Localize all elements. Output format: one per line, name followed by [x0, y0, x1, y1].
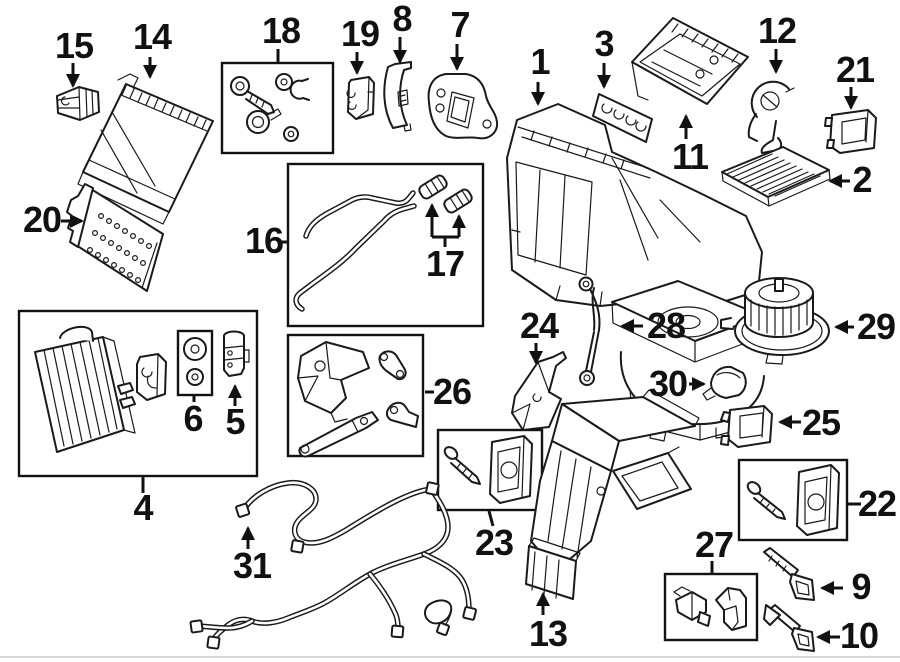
- part-1-main-housing: [506, 103, 763, 307]
- part-9-sensor-screw: [763, 547, 815, 601]
- part-4-evaporator: [34, 325, 136, 453]
- part-27-sensors: [673, 586, 747, 631]
- callout-label-12: 12: [757, 10, 797, 51]
- callout-label-26: 26: [432, 371, 472, 412]
- callout-label-15: 15: [54, 25, 94, 66]
- part-14-heater-core: [77, 73, 214, 225]
- callout-label-14: 14: [132, 16, 172, 57]
- part-2-cabin-air-filter: [721, 146, 831, 207]
- callout-label-7: 7: [450, 4, 470, 45]
- callout-label-17: 17: [425, 243, 465, 284]
- callout-label-1: 1: [530, 41, 550, 82]
- callout-label-8: 8: [392, 0, 412, 39]
- callout-label-5: 5: [225, 401, 245, 442]
- part-20-aux-heater: [66, 183, 164, 292]
- part-6-o-rings: [183, 337, 207, 386]
- part-29-blower-motor: [720, 277, 830, 365]
- callout-label-25: 25: [801, 402, 841, 443]
- part-3-seal-strip: [592, 93, 653, 143]
- callout-label-3: 3: [594, 23, 614, 64]
- part-18-hardware-kit: [230, 73, 310, 142]
- kit-box-16: [286, 162, 485, 328]
- callout-label-30: 30: [648, 363, 688, 404]
- leader-lines: [61, 37, 861, 644]
- part-19-clip-block: [346, 76, 375, 120]
- part-21-servo-actuator: [824, 109, 877, 154]
- callout-label-19: 19: [340, 13, 380, 54]
- callout-label-31: 31: [232, 545, 272, 586]
- part-17-pipe-caps: [418, 174, 473, 214]
- part-25-servo-actuator: [720, 405, 773, 448]
- part-10-sensor-screw: [763, 604, 815, 652]
- part-5-expansion-valve: [223, 330, 250, 377]
- part-4-grommet-clip: [136, 353, 167, 401]
- part-30-cover-clip: [702, 365, 747, 401]
- callout-label-27: 27: [694, 524, 734, 565]
- callout-label-21: 21: [835, 49, 875, 90]
- part-13-lower-housing: [525, 389, 700, 600]
- callout-label-6: 6: [183, 398, 203, 439]
- part-12-actuator-link: [747, 80, 795, 154]
- callout-label-13: 13: [528, 613, 568, 654]
- callout-label-16: 16: [244, 220, 284, 261]
- part-11-intake-cover: [631, 17, 749, 105]
- callout-label-24: 24: [519, 305, 559, 346]
- part-7-gasket-plate: [427, 73, 499, 140]
- part-28-link-rod: [578, 276, 601, 386]
- callout-label-9: 9: [851, 566, 871, 607]
- callout-label-28: 28: [646, 305, 686, 346]
- callout-label-18: 18: [261, 10, 301, 51]
- callout-label-2: 2: [852, 159, 872, 200]
- part-31-wiring-harness: [189, 479, 477, 650]
- part-22-actuator-screw: [746, 464, 840, 536]
- callout-label-20: 20: [22, 199, 62, 240]
- part-8-side-bracket: [383, 61, 412, 132]
- part-15-mounting-bracket: [56, 86, 100, 121]
- part-23-actuator-screw: [443, 435, 533, 504]
- callout-label-22: 22: [857, 483, 897, 524]
- callout-label-10: 10: [839, 615, 879, 656]
- callout-label-4: 4: [133, 487, 153, 528]
- part-16-heater-pipes: [293, 190, 417, 312]
- part-24-support-bracket: [511, 351, 567, 431]
- part-26-linkage-kit: [297, 341, 419, 458]
- callout-label-11: 11: [671, 136, 709, 177]
- callout-label-29: 29: [856, 306, 896, 347]
- callout-label-23: 23: [474, 522, 514, 563]
